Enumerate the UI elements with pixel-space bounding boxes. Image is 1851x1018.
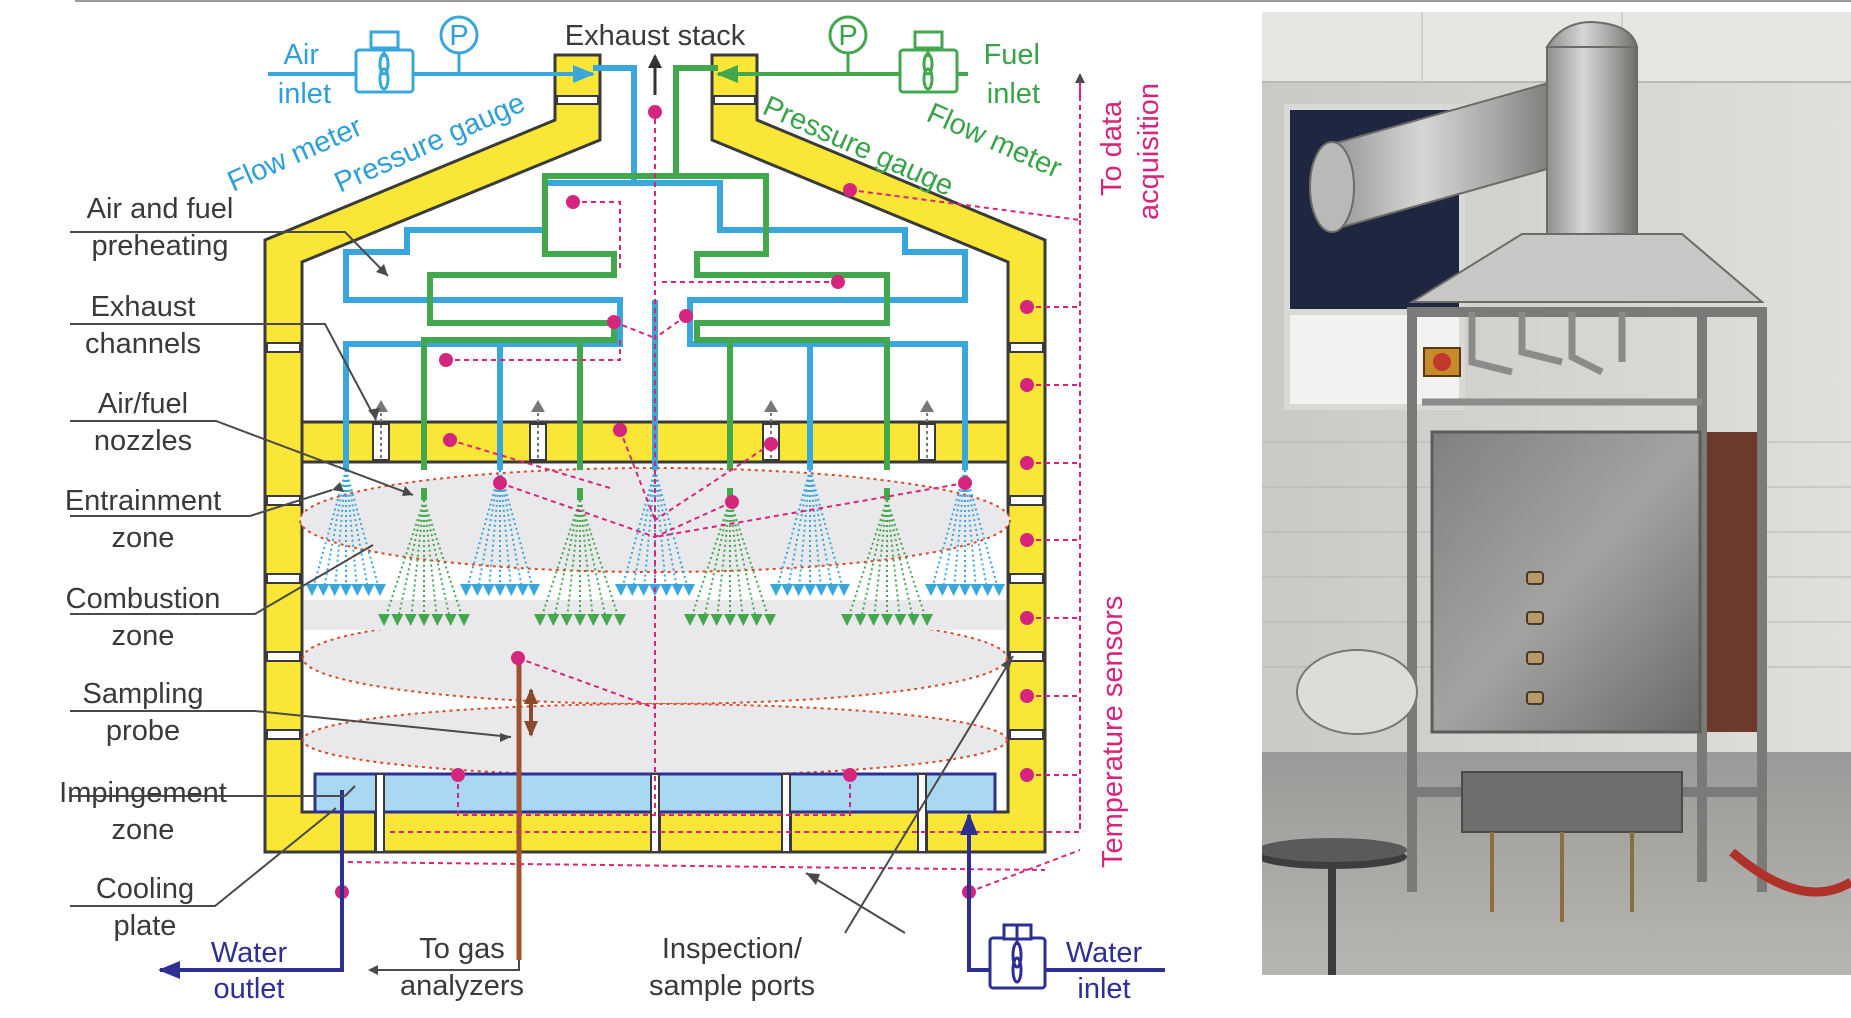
pressure-gauge-icon: P [439, 15, 479, 55]
entrainment-zone-label: zone [112, 522, 175, 554]
flow-meter-icon [988, 923, 1047, 990]
nozzles-label: Air/fuel [98, 388, 188, 420]
gas-analyzers-label: analyzers [400, 970, 524, 1002]
water-inlet-label: Water [1066, 937, 1143, 969]
entrainment-zone-label: Entrainment [65, 485, 221, 517]
combustion-zone [302, 611, 1008, 705]
combustion-zone-label: Combustion [66, 583, 221, 615]
water-inlet-label: inlet [1077, 973, 1130, 1005]
nozzles-label: nozzles [94, 425, 192, 457]
data-acquisition-label: acquisition [1133, 83, 1165, 220]
cooling-plate-label: plate [114, 910, 177, 942]
temperature-sensors-label: Temperature sensors [1097, 596, 1129, 868]
svg-text:P: P [449, 20, 468, 52]
fuel-spray-cone [684, 488, 776, 626]
fuel-inlet-label: Fuel [984, 39, 1040, 71]
air-inlet-label: Air [284, 39, 320, 71]
water-outlet-label: Water [211, 937, 288, 969]
preheating-label: preheating [91, 230, 228, 262]
sampling-probe-label: Sampling [83, 678, 204, 710]
exhaust-channels-label: Exhaust [91, 291, 196, 323]
impingement-zone-label: zone [112, 814, 175, 846]
flame-zones [299, 467, 1011, 777]
data-acquisition-label: To data [1096, 100, 1128, 196]
inspection-ports-label: Inspection/ [662, 933, 803, 965]
flow-meter-icon [898, 30, 959, 94]
inspection-ports-label: sample ports [649, 970, 815, 1002]
water-outlet-label: outlet [214, 973, 285, 1005]
svg-text:P: P [838, 20, 857, 52]
preheating-label: Air and fuel [87, 193, 234, 225]
air-inlet-label: inlet [278, 78, 331, 110]
cooling-plate-label: Cooling [96, 873, 194, 905]
fuel-inlet-label: inlet [987, 78, 1040, 110]
fuel-spray-cone [841, 488, 933, 626]
sampling-probe-label: probe [106, 715, 180, 747]
pressure-gauge-icon: P [828, 15, 868, 55]
combustion-zone-label: zone [112, 620, 175, 652]
fuel-spray-cone [378, 488, 470, 626]
gas-analyzers-label: To gas [419, 933, 504, 965]
air-inlet-line [268, 53, 595, 83]
air-spray-cone [460, 458, 540, 596]
exhaust-stack-label: Exhaust stack [565, 20, 746, 52]
apparatus-photo [1262, 12, 1851, 975]
air-spray-cone [770, 458, 850, 596]
impingement-zone-label: Impingement [59, 777, 227, 809]
exhaust-channels-label: channels [85, 328, 201, 360]
flow-meter-icon [354, 30, 415, 94]
air-spray-cone [925, 458, 1005, 596]
water-lines [158, 790, 1165, 979]
fuel-spray-cone [534, 488, 626, 626]
leader-lines [70, 231, 1014, 934]
sampling-probe [516, 658, 538, 960]
fuel-preheat-pipes [421, 65, 890, 470]
exhaust-channels [372, 400, 936, 461]
gas-analyzer-line [368, 960, 520, 975]
